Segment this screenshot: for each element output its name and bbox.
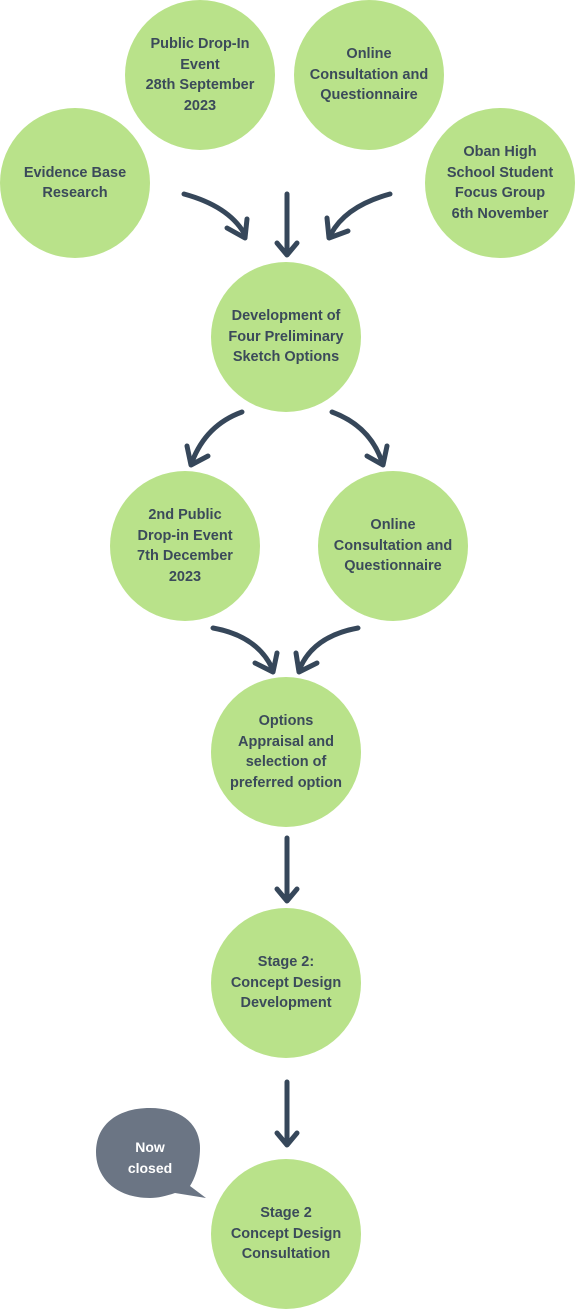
node-online-consultation-1: Online Consultation and Questionnaire xyxy=(294,0,444,150)
node-label: Online Consultation and Questionnaire xyxy=(309,46,429,104)
node-development-sketch-options: Development of Four Preliminary Sketch O… xyxy=(211,262,361,412)
arrow-options-to-stage2 xyxy=(274,835,300,904)
arrow-dropin2-to-options xyxy=(210,625,280,675)
node-label: Options Appraisal and selection of prefe… xyxy=(230,713,342,791)
arrow-evidence-to-development xyxy=(181,191,250,241)
node-evidence-base-research: Evidence Base Research xyxy=(0,108,150,258)
speech-bubble-icon xyxy=(96,1108,206,1198)
node-public-dropin-event: Public Drop-In Event 28th September 2023 xyxy=(125,0,275,150)
node-stage2-concept-consultation: Stage 2 Concept Design Consultation xyxy=(211,1159,361,1309)
arrow-development-to-online2 xyxy=(329,409,390,468)
node-label: Online Consultation and Questionnaire xyxy=(333,517,453,575)
node-label: Stage 2 Concept Design Consultation xyxy=(230,1205,342,1263)
arrow-oban-to-development xyxy=(324,191,393,241)
node-label: Evidence Base Research xyxy=(23,164,127,202)
node-options-appraisal: Options Appraisal and selection of prefe… xyxy=(211,677,361,827)
node-label: 2nd Public Drop-in Event 7th December 20… xyxy=(137,507,233,585)
node-label: Public Drop-In Event 28th September 2023 xyxy=(145,36,255,114)
arrow-online2-to-options xyxy=(293,625,361,675)
node-stage2-concept-development: Stage 2: Concept Design Development xyxy=(211,908,361,1058)
node-label: Oban High School Student Focus Group 6th… xyxy=(446,144,554,222)
status-badge: Now closed xyxy=(127,1139,173,1176)
node-label: Development of Four Preliminary Sketch O… xyxy=(228,308,344,366)
node-oban-high-focus-group: Oban High School Student Focus Group 6th… xyxy=(425,108,575,258)
arrow-center-to-development xyxy=(274,191,300,258)
node-label: Stage 2: Concept Design Development xyxy=(230,954,342,1012)
node-second-public-dropin: 2nd Public Drop-in Event 7th December 20… xyxy=(110,471,260,621)
arrow-stage2-to-consultation xyxy=(274,1079,300,1148)
arrow-development-to-dropin2 xyxy=(184,409,245,468)
node-online-consultation-2: Online Consultation and Questionnaire xyxy=(318,471,468,621)
